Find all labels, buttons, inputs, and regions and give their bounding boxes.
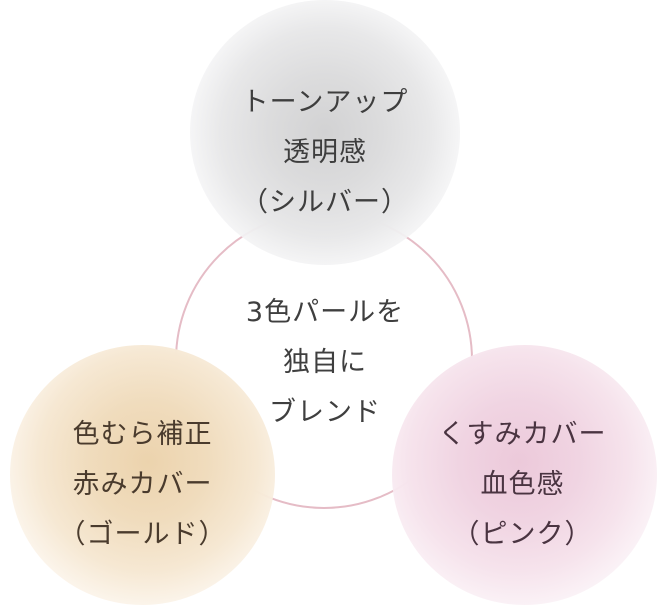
pink-label-line-3: （ピンク）: [452, 519, 593, 550]
center-label-line-2: 独自に: [283, 347, 367, 378]
center-label: 3色パールを 独自に ブレンド: [200, 288, 450, 438]
silver-label-line-3: （シルバー）: [241, 187, 409, 218]
silver-label-line-1: トーンアップ: [241, 87, 409, 118]
center-label-line-3: ブレンド: [269, 397, 381, 428]
gold-label: 色むら補正 赤みカバー （ゴールド）: [20, 410, 265, 560]
silver-label-line-2: 透明感: [283, 137, 367, 168]
silver-pearl-circle: [190, 0, 460, 265]
gold-label-line-2: 赤みカバー: [72, 469, 213, 500]
pink-pearl-circle: [392, 345, 657, 605]
silver-label: トーンアップ 透明感 （シルバー）: [200, 78, 450, 228]
pink-label-line-2: 血色感: [480, 469, 565, 500]
gold-label-line-1: 色むら補正: [72, 419, 213, 450]
gold-pearl-circle: [10, 345, 275, 605]
pink-label-line-1: くすみカバー: [438, 419, 607, 450]
gold-label-line-3: （ゴールド）: [58, 519, 227, 550]
center-label-line-1: 3色パールを: [245, 297, 405, 328]
pink-label: くすみカバー 血色感 （ピンク）: [400, 410, 645, 560]
